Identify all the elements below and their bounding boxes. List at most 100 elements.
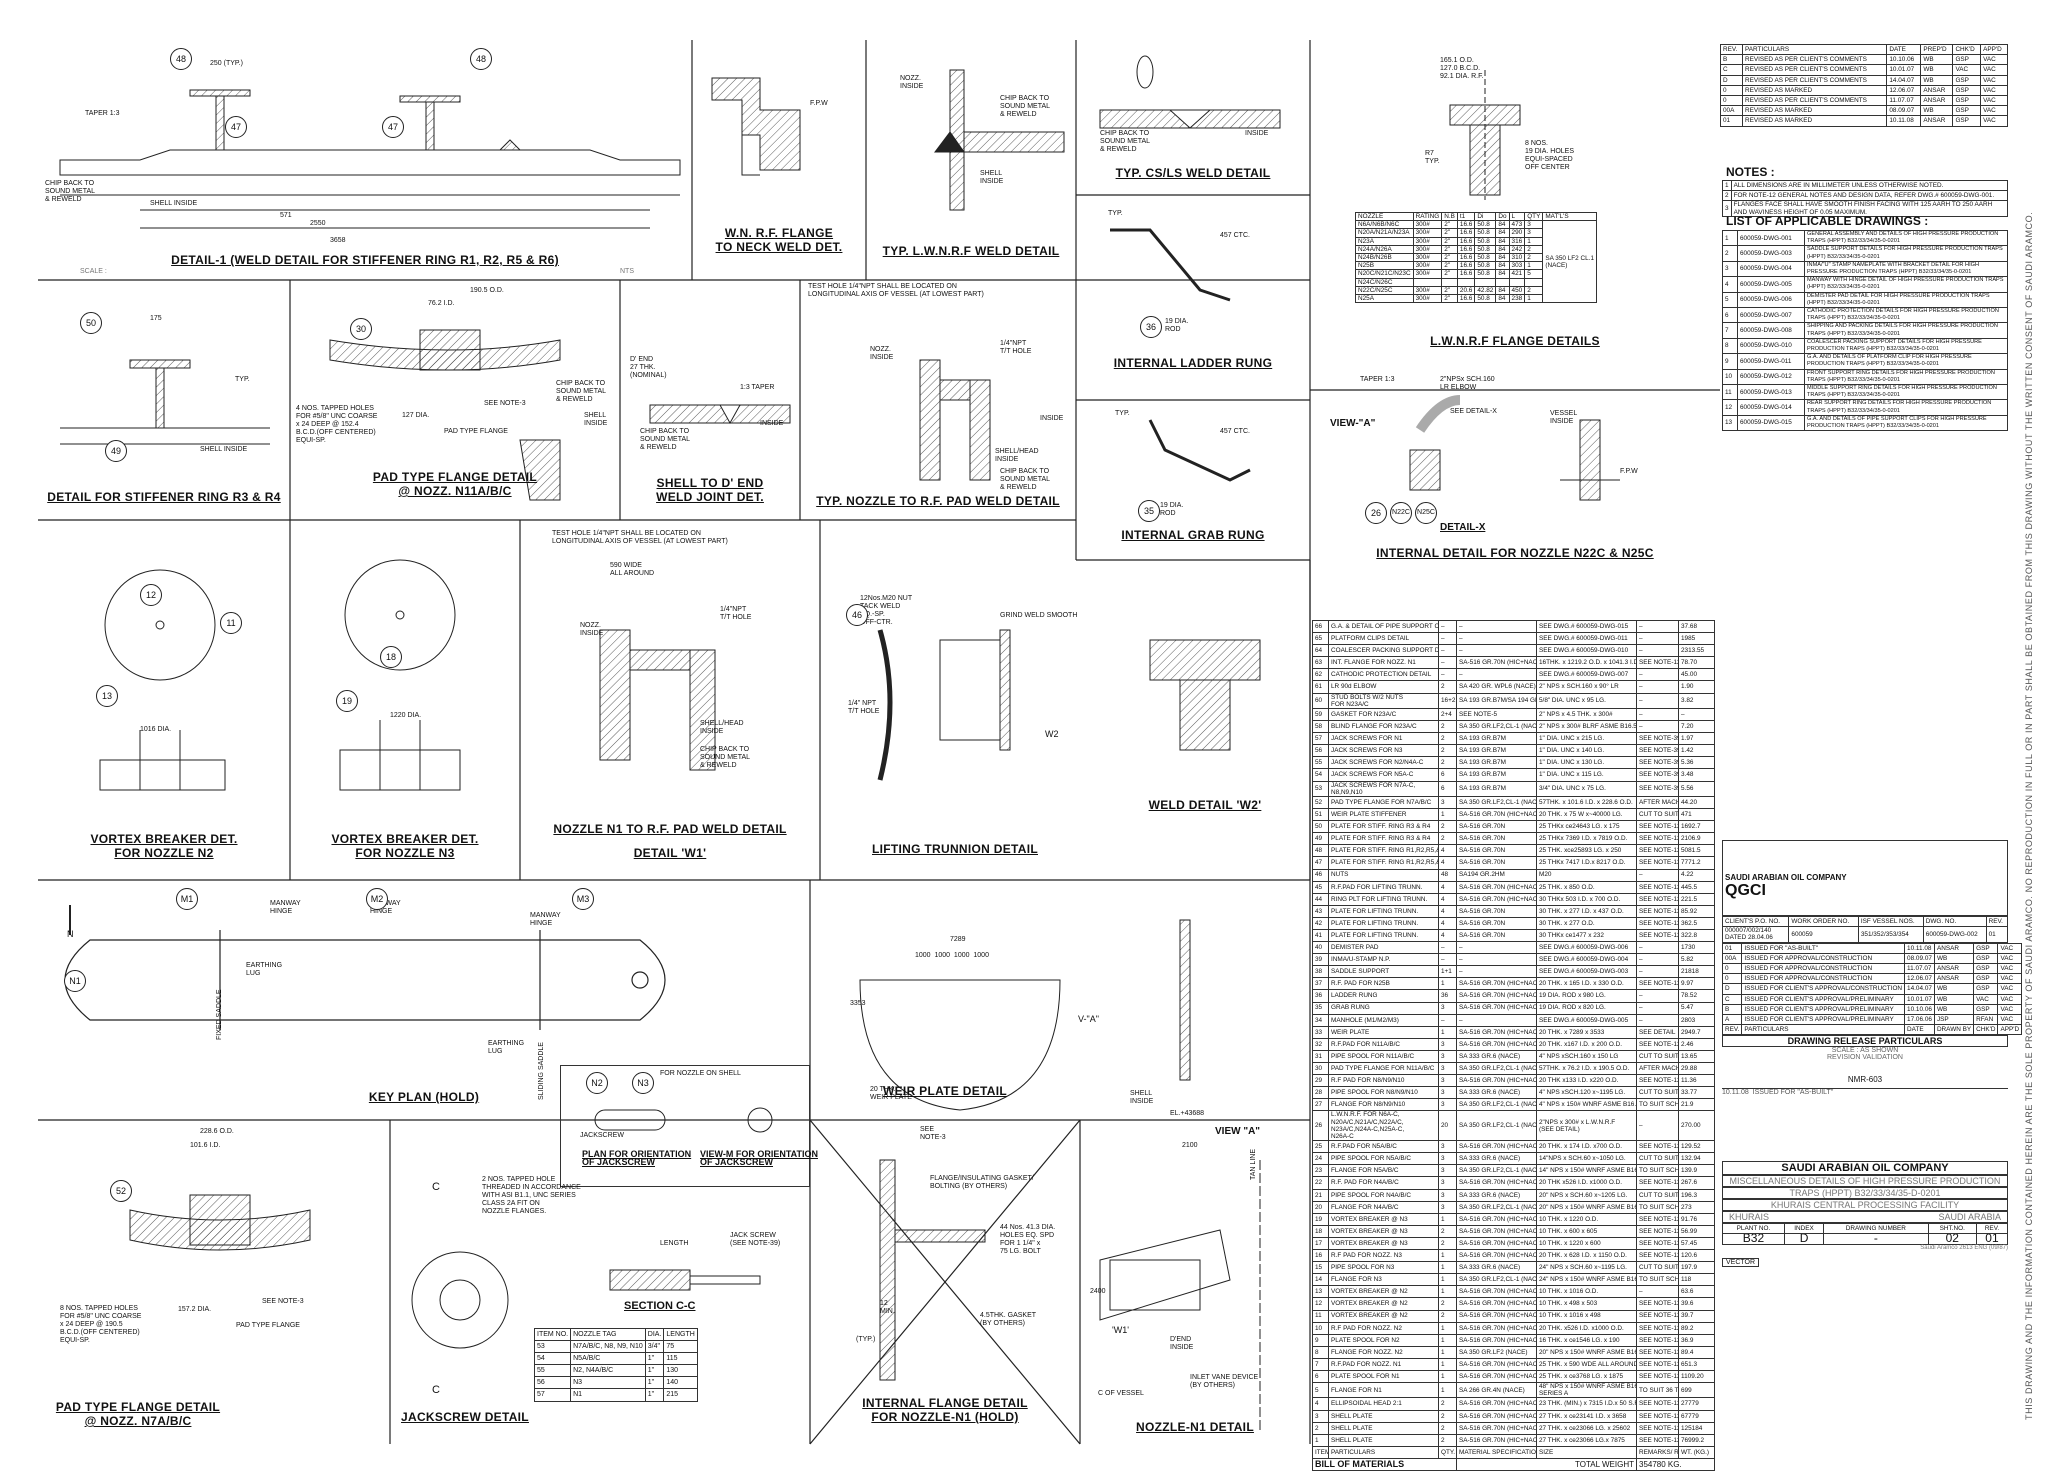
nozzle-table-row-cell: 2" [1441,236,1458,246]
bom-row-cell: 3 [1438,1001,1457,1015]
bom-row-cell: 1" DIA. UNC x 130 LG. [1536,756,1637,770]
bom-row-cell: 3 [1312,1409,1329,1423]
bom-row-cell: 21 [1312,1188,1329,1202]
drawing-row-cell: 2 [1722,245,1738,262]
bom-row-cell: 1 [1438,1249,1457,1263]
bom-row-cell: 2106.9 [1678,832,1715,846]
revision-row-cell: GSP [1952,54,1982,66]
detail1-scale: SCALE : [80,268,107,275]
issue-row-cell: GSP [1973,952,1999,964]
bubble-19: 19 [336,690,358,712]
bom-row-cell: 4 [1312,1397,1329,1411]
bom-row-cell: 3 [1438,1074,1457,1088]
jackscrew-plan-drawing [594,1107,773,1133]
n1pad-sub: DETAIL 'W1' [633,846,707,860]
bom-row-cell: 4" NPS x 150# WNRF ASME B16.5 [1536,1098,1637,1112]
bom-row-cell: 39.6 [1678,1297,1715,1311]
trunnion-grind: GRIND WELD SMOOTH [1000,612,1078,619]
nozpad-nozz: NOZZ. INSIDE [870,346,894,361]
drawing-row-cell: G.A. AND DETAILS OF PLATFORM CLIP FOR HI… [1804,353,2008,370]
revision-row-cell: VAC [1980,115,2008,127]
bom-row-cell: 3 [1438,1061,1457,1076]
bom-row-cell: 52 [1312,795,1329,810]
bom-row-cell: SA-516 GR.70N (HIC+NACE) [1456,1236,1537,1251]
bom-row-cell: SA-516 GR.70N (HIC+NACE) [1456,1369,1537,1384]
vortex-breaker-n2 [99,569,226,791]
bom-row-cell: 651.3 [1678,1357,1715,1371]
th-matls: MAT'L'S [1542,211,1598,222]
nozzle-table-row-cell: 16.6 [1456,220,1476,230]
revision-row-cell: 0 [1720,84,1743,96]
nozzle-table-row-cell: 2" [1441,269,1458,279]
nozpad-shellhead: SHELL/HEAD INSIDE [995,448,1039,463]
notes-title: NOTES : [1726,165,1775,179]
bom-row-cell: SEE NOTE-12 [1636,1321,1679,1335]
bom-row-cell: 2 [1438,1409,1457,1423]
bom-row-cell: CUT TO SUIT [1636,1152,1679,1166]
bom-row-cell: 20 THK. x 165 I.D. x 330 O.D. [1536,977,1637,991]
detail1-title: DETAIL-1 (WELD DETAIL FOR STIFFENER RING… [171,253,559,267]
nozzle-table-row-cell: 2" [1441,294,1458,304]
bom-row-cell: – [1456,1013,1537,1027]
bom-row-cell: 1692.7 [1678,820,1715,834]
detail1-d3658: 3658 [330,237,346,244]
pad-n11-drawing [329,329,561,501]
bom-row-cell: 1+1 [1438,965,1457,979]
bom-row-cell: – [1636,692,1679,709]
jackscrew-c1: C [432,1181,440,1193]
bom-row-cell: 25 THK. x 590 WDE ALL AROUND [1536,1357,1637,1371]
note-text: FOR NOTE-12 GENERAL NOTES AND DESIGN DAT… [1730,190,2009,202]
bom-row-cell: 3 [1438,1200,1457,1214]
bom-row-cell: 221.5 [1678,892,1715,906]
nozpad-note: TEST HOLE 1/4"NPT SHALL BE LOCATED ON LO… [808,283,984,298]
nozzle-table-row-cell: 50.8 [1474,253,1497,263]
revision-row-cell: REVISED AS PER CLIENT'S COMMENTS [1741,64,1888,76]
detail1-shell: SHELL INSIDE [150,200,198,207]
n22-fpw: F.P.W [1620,468,1638,475]
bom-row-cell: PAD TYPE FLANGE FOR N7A/B/C [1328,795,1439,810]
revision-row-cell: GSP [1952,74,1982,86]
bom-row-cell: VORTEX BREAKER @ N3 [1328,1236,1439,1251]
detail1-d571: 571 [280,212,292,219]
drawing-row-cell: 13 [1722,414,1738,432]
bom-row-cell: 41 [1312,928,1329,943]
bom-row-cell: SEE NOTE-12 [1636,928,1679,943]
bom-row-cell: 12 [1312,1297,1329,1311]
bom-row-cell: 125184 [1678,1421,1715,1435]
th-qty: QTY [1524,211,1544,222]
drawing-row-cell: INMA/"U" STAMP NAMEPLATE WITH BRACKET DE… [1804,260,2008,278]
tb-scale: SCALE : AS SHOWN [1831,1047,1899,1055]
grab-typ: TYP. [1115,410,1130,417]
bom-row-cell: PLATE SPOOL FOR N1 [1328,1369,1439,1384]
bom-row-cell: PLATE FOR STIFF. RING R1,R2,R5,&R6 [1328,844,1439,858]
tb-company: SAUDI ARABIAN OIL COMPANY [1722,1161,2008,1176]
padn7-note: 8 NOS. TAPPED HOLES FOR #5/8" UNC COARSE… [60,1305,142,1344]
bom-row-cell: SEE NOTE-39 [1636,768,1679,782]
issue-row-cell: 01 [1721,942,1743,954]
nozzle-table-row-cell: 16.6 [1456,228,1476,238]
bom-row-cell: 4.22 [1678,868,1715,882]
nozzle-table-row-cell: 303 [1508,261,1526,271]
bom-row-cell: PLATE FOR STIFF. RING R3 & R4 [1328,832,1439,846]
margin-proprietary-text: THIS DRAWING AND THE INFORMATION CONTAIN… [2024,211,2034,1420]
bom-row-cell: 60 [1312,692,1329,709]
stiffener-r34-drawing [60,359,270,445]
bubble-47b: 47 [382,116,404,138]
nozzle-table-row-cell: 50.8 [1474,294,1497,304]
bom-row-cell: 10 THK. x 1016 O.D. [1536,1285,1637,1299]
bom-row-cell: 699 [1678,1382,1715,1399]
nozzle-table-row-cell: N25A [1355,294,1414,304]
bom-row-cell: 91.76 [1678,1212,1715,1226]
